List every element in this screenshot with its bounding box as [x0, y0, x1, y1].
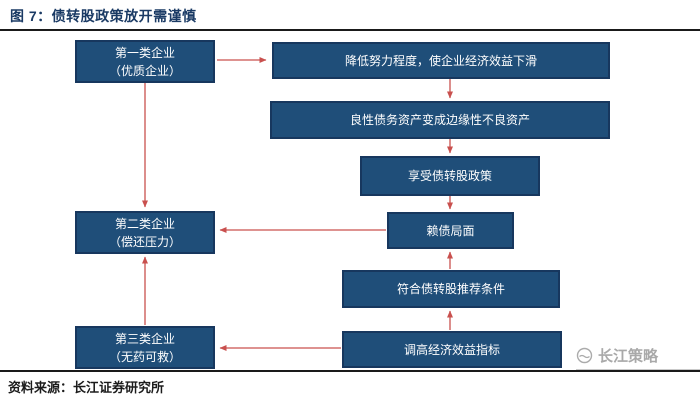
node-label: 第一类企业 — [114, 45, 175, 60]
node-label: 降低努力程度，使企业经济效益下滑 — [344, 53, 537, 68]
node-label: 良性债务资产变成边缘性不良资产 — [349, 113, 530, 127]
node-label: 第三类企业 — [114, 331, 175, 346]
node-label: 调高经济效益指标 — [403, 342, 500, 357]
source-note: 资料来源：长江证券研究所 — [8, 380, 165, 395]
brand-watermark: 长江策略 — [576, 345, 700, 370]
top-divider — [0, 29, 700, 31]
node-label: 享受债转股政策 — [407, 169, 492, 183]
node-label: （偿还压力） — [108, 234, 181, 249]
node-enjoy-policy: 享受债转股政策 — [360, 156, 540, 196]
node-label: 赖债局面 — [426, 223, 475, 238]
node-tier3-enterprise: 第三类企业 （无药可救） — [75, 326, 215, 369]
node-reduce-effort: 降低努力程度，使企业经济效益下滑 — [272, 42, 610, 79]
watermark-text: 长江策略 — [598, 348, 659, 365]
node-tier2-enterprise: 第二类企业 （偿还压力） — [75, 211, 215, 254]
node-meet-criteria: 符合债转股推荐条件 — [342, 270, 560, 308]
node-label: （优质企业） — [108, 63, 181, 78]
node-tier1-enterprise: 第一类企业 （优质企业） — [75, 40, 215, 83]
node-label: 符合债转股推荐条件 — [396, 282, 505, 296]
node-debt-evasion: 赖债局面 — [387, 212, 514, 249]
node-benign-assets: 良性债务资产变成边缘性不良资产 — [270, 101, 610, 139]
node-raise-indicators: 调高经济效益指标 — [342, 331, 562, 368]
bottom-divider — [0, 370, 700, 372]
node-label: 第二类企业 — [114, 216, 175, 231]
node-label: （无药可救） — [108, 349, 181, 364]
figure-title: 图 7：债转股政策放开需谨慎 — [10, 8, 197, 24]
changjiang-logo-icon — [576, 347, 593, 364]
